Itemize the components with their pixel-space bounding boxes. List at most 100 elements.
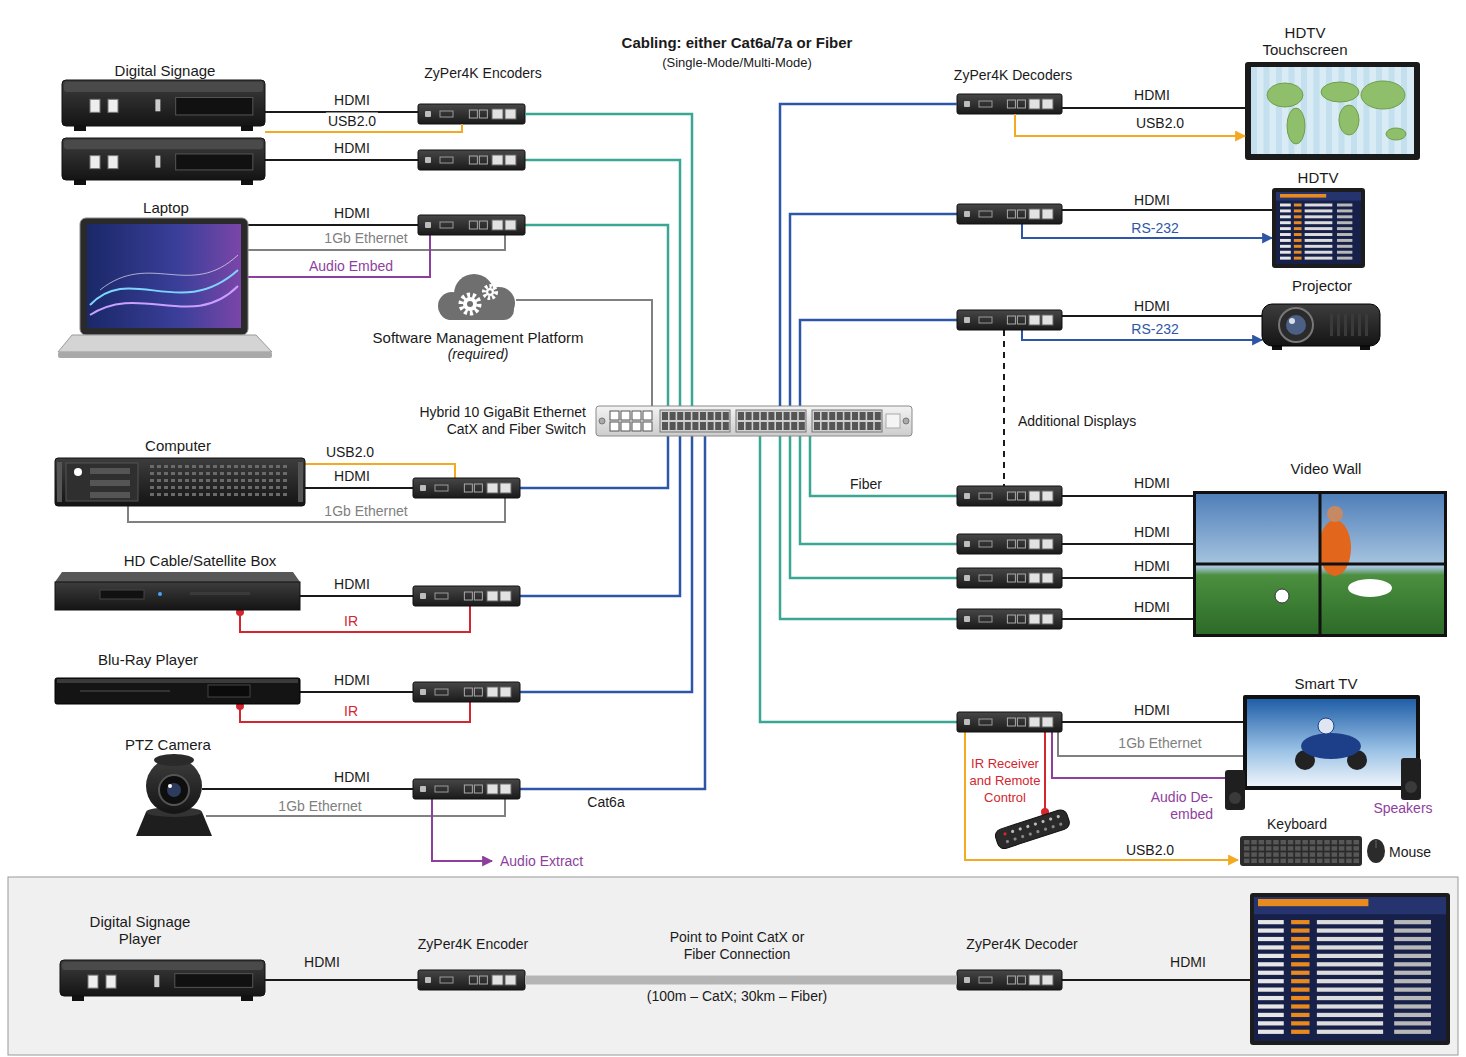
- board-row-cell: [1317, 1004, 1383, 1008]
- hdmi-cable: [300, 595, 413, 597]
- time-zone-band: [1314, 67, 1320, 154]
- unit-led: [420, 786, 426, 792]
- keyboard-key: [1281, 859, 1287, 863]
- signal-label: Keyboard: [1265, 816, 1329, 833]
- sfp-port: [822, 412, 828, 420]
- sfp-port: [791, 412, 797, 420]
- rj45-port: [643, 422, 652, 431]
- vent-hole: [255, 479, 259, 482]
- board-row-cell: [1291, 937, 1309, 941]
- rj45-port: [1042, 491, 1053, 501]
- player-figure: [1348, 579, 1392, 597]
- board-row-cell: [1280, 204, 1291, 207]
- hdmi-port: [979, 493, 992, 499]
- hdmi-port: [440, 222, 453, 228]
- hdmi-cable: [248, 224, 418, 226]
- cable-group: [128, 160, 1272, 980]
- hdmi-port: [979, 541, 992, 547]
- usb-port: [464, 484, 472, 492]
- usb-port: [1007, 492, 1015, 500]
- signal-label: HDMI: [332, 205, 372, 222]
- connector: [780, 104, 957, 406]
- zyper-unit: [957, 534, 1062, 554]
- remote-button: [1051, 825, 1055, 829]
- vent-hole: [241, 472, 245, 475]
- network-cable: [525, 225, 668, 406]
- keyboard: [1240, 836, 1362, 866]
- keyboard-key: [1339, 852, 1345, 856]
- server-handle: [57, 462, 62, 502]
- vent-hole: [185, 472, 189, 475]
- board-row-cell: [1291, 996, 1309, 1000]
- board-row-cell: [1280, 239, 1291, 242]
- unit-body: [413, 779, 520, 799]
- box-display: [100, 590, 144, 599]
- board-frame: [1250, 893, 1450, 1045]
- vent-hole: [199, 472, 203, 475]
- vent-hole: [220, 465, 224, 468]
- sfp-port: [677, 422, 683, 430]
- usb-cable: [305, 464, 455, 478]
- usb-port: [469, 976, 477, 984]
- zyper-unit: [957, 712, 1062, 732]
- signal-label: IR: [342, 703, 360, 720]
- vent-hole: [164, 479, 168, 482]
- keyboard-key: [1281, 852, 1287, 856]
- board-row-cell: [1294, 227, 1302, 230]
- vent-hole: [157, 486, 161, 489]
- vent-hole: [171, 479, 175, 482]
- board-row-cell: [1258, 920, 1284, 924]
- rj45-port: [505, 155, 516, 165]
- board-row-cell: [1337, 239, 1352, 242]
- signal-label: Mouse: [1389, 844, 1431, 861]
- board-row-cell: [1280, 227, 1291, 230]
- sfp-port: [738, 412, 744, 420]
- node-label: Digital Signage: [115, 62, 216, 79]
- zyper-unit: [418, 970, 525, 990]
- keyboard-key: [1259, 852, 1265, 856]
- board-row-cell: [1305, 204, 1333, 207]
- keyboard-key: [1295, 859, 1301, 863]
- unit-led: [964, 317, 970, 323]
- vent-hole: [213, 479, 217, 482]
- board-row-cell: [1280, 233, 1291, 236]
- board-row-cell: [1258, 971, 1284, 975]
- board-row-cell: [1258, 1004, 1284, 1008]
- player-usb: [154, 975, 159, 987]
- keyboard-key: [1324, 840, 1330, 844]
- lens-glint: [168, 784, 172, 788]
- rj45-port: [1042, 975, 1053, 985]
- board-row-cell: [1291, 1021, 1309, 1025]
- board-row-cell: [1394, 945, 1431, 949]
- vent-hole: [178, 486, 182, 489]
- sfp-port: [738, 422, 744, 430]
- vent-hole: [192, 486, 196, 489]
- camera-lens: [159, 775, 189, 805]
- vent-hole: [255, 486, 259, 489]
- vent-hole: [185, 486, 189, 489]
- gear-teeth: [484, 286, 496, 298]
- zyper-unit: [957, 94, 1062, 114]
- usb-port: [474, 785, 482, 793]
- fiber-cable: [780, 436, 957, 619]
- hdmi-port: [440, 111, 453, 117]
- usb-port: [464, 592, 472, 600]
- bike-body: [1301, 733, 1361, 759]
- connector: [1015, 114, 1245, 136]
- connector-label: HDMI: [332, 92, 372, 109]
- sfp-block: [736, 410, 806, 432]
- rj45-port: [505, 220, 516, 230]
- remote-button: [1013, 837, 1017, 841]
- fiber-cable: [810, 436, 957, 496]
- unit-body: [957, 534, 1062, 554]
- projector-vent: [1337, 314, 1340, 336]
- drive-slot: [90, 468, 130, 474]
- board-row-cell: [1317, 988, 1383, 992]
- keyboard-key: [1302, 846, 1308, 850]
- encoder-unit: ZyPer4K Encoder: [418, 970, 525, 990]
- rj45-port: [1042, 717, 1053, 727]
- sfp-port: [753, 412, 759, 420]
- tv-screen: [1247, 699, 1416, 786]
- node-label: HDTV: [1298, 169, 1339, 186]
- board-row-cell: [1280, 245, 1291, 248]
